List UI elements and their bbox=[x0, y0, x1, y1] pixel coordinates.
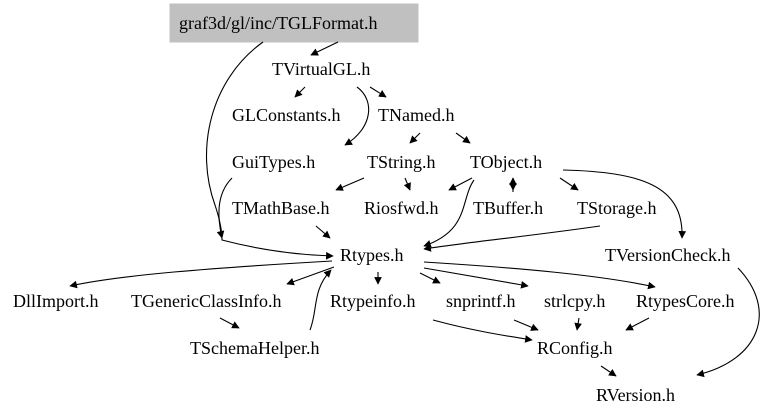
node-rconfig[interactable]: RConfig.h bbox=[537, 338, 613, 358]
node-tobject[interactable]: TObject.h bbox=[470, 152, 542, 172]
edge-rtypescore-rconfig bbox=[625, 317, 650, 331]
edge-tvirtualgl-glconstants bbox=[294, 86, 306, 98]
node-tbuffer[interactable]: TBuffer.h bbox=[473, 198, 543, 218]
edge-tnamed-tstring bbox=[409, 132, 421, 144]
node-tstorage[interactable]: TStorage.h bbox=[577, 198, 656, 218]
node-guitypes[interactable]: GuiTypes.h bbox=[232, 152, 315, 172]
node-rtypes[interactable]: Rtypes.h bbox=[340, 245, 404, 265]
edge-tvirtualgl-tnamed bbox=[369, 86, 387, 98]
node-snprintf[interactable]: snprintf.h bbox=[446, 291, 516, 311]
node-tversioncheck[interactable]: TVersionCheck.h bbox=[605, 245, 730, 265]
edge-tobject-tversioncheck bbox=[562, 169, 687, 239]
edge-tobject-rtypes bbox=[423, 179, 475, 248]
edge-rtypes-strlcpy bbox=[423, 267, 529, 289]
edge-root-tvirtualgl bbox=[310, 41, 339, 56]
edge-rconfig-rversion bbox=[600, 365, 617, 377]
edge-strlcpy-rconfig bbox=[574, 317, 582, 331]
edge-tobject-riosfwd bbox=[448, 177, 473, 191]
node-tschemahelper[interactable]: TSchemaHelper.h bbox=[190, 338, 319, 358]
edge-tgenericclassinfo-tschemahelper bbox=[219, 317, 240, 329]
node-rversion[interactable]: RVersion.h bbox=[596, 385, 675, 405]
edge-tobject-tstorage bbox=[559, 177, 579, 191]
edges bbox=[69, 41, 760, 378]
root-node-box bbox=[169, 3, 419, 43]
edge-guitypes-rtypes bbox=[216, 177, 233, 239]
node-tnamed[interactable]: TNamed.h bbox=[378, 105, 454, 125]
edge-tstring-riosfwd bbox=[403, 177, 411, 191]
edge-rtypes-rconfig bbox=[432, 319, 533, 343]
node-tgenericclassinfo[interactable]: TGenericClassInfo.h bbox=[131, 291, 281, 311]
edge-tstorage-rtypes bbox=[423, 225, 601, 252]
edge-rtypes-rtypescore bbox=[423, 261, 656, 290]
edge-rtypes-dllimport bbox=[69, 260, 333, 289]
node-glconstants[interactable]: GLConstants.h bbox=[232, 105, 341, 125]
node-tstring[interactable]: TString.h bbox=[367, 152, 436, 172]
edge-tvirtualgl-guitypes bbox=[344, 86, 370, 146]
edge-tmathbase-rtypes bbox=[315, 225, 331, 239]
node-tmathbase[interactable]: TMathBase.h bbox=[232, 198, 329, 218]
node-rtypeinfo[interactable]: Rtypeinfo.h bbox=[330, 291, 416, 311]
edge-tnamed-tobject bbox=[455, 132, 471, 144]
node-strlcpy[interactable]: strlcpy.h bbox=[544, 291, 605, 311]
edge-tstring-tmathbase bbox=[335, 177, 365, 191]
node-tvirtualgl[interactable]: TVirtualGL.h bbox=[272, 59, 370, 79]
node-riosfwd[interactable]: Riosfwd.h bbox=[364, 198, 439, 218]
edge-tschemahelper-rtypes bbox=[309, 269, 332, 331]
edge-rtypes-snprintf bbox=[419, 272, 441, 284]
node-dllimport[interactable]: DllImport.h bbox=[13, 291, 99, 311]
edge-snprintf-rconfig bbox=[513, 319, 539, 331]
node-root[interactable]: graf3d/gl/inc/TGLFormat.h bbox=[179, 13, 377, 33]
node-rtypescore[interactable]: RtypesCore.h bbox=[636, 291, 735, 311]
edge-tversioncheck-rversion bbox=[696, 267, 760, 378]
